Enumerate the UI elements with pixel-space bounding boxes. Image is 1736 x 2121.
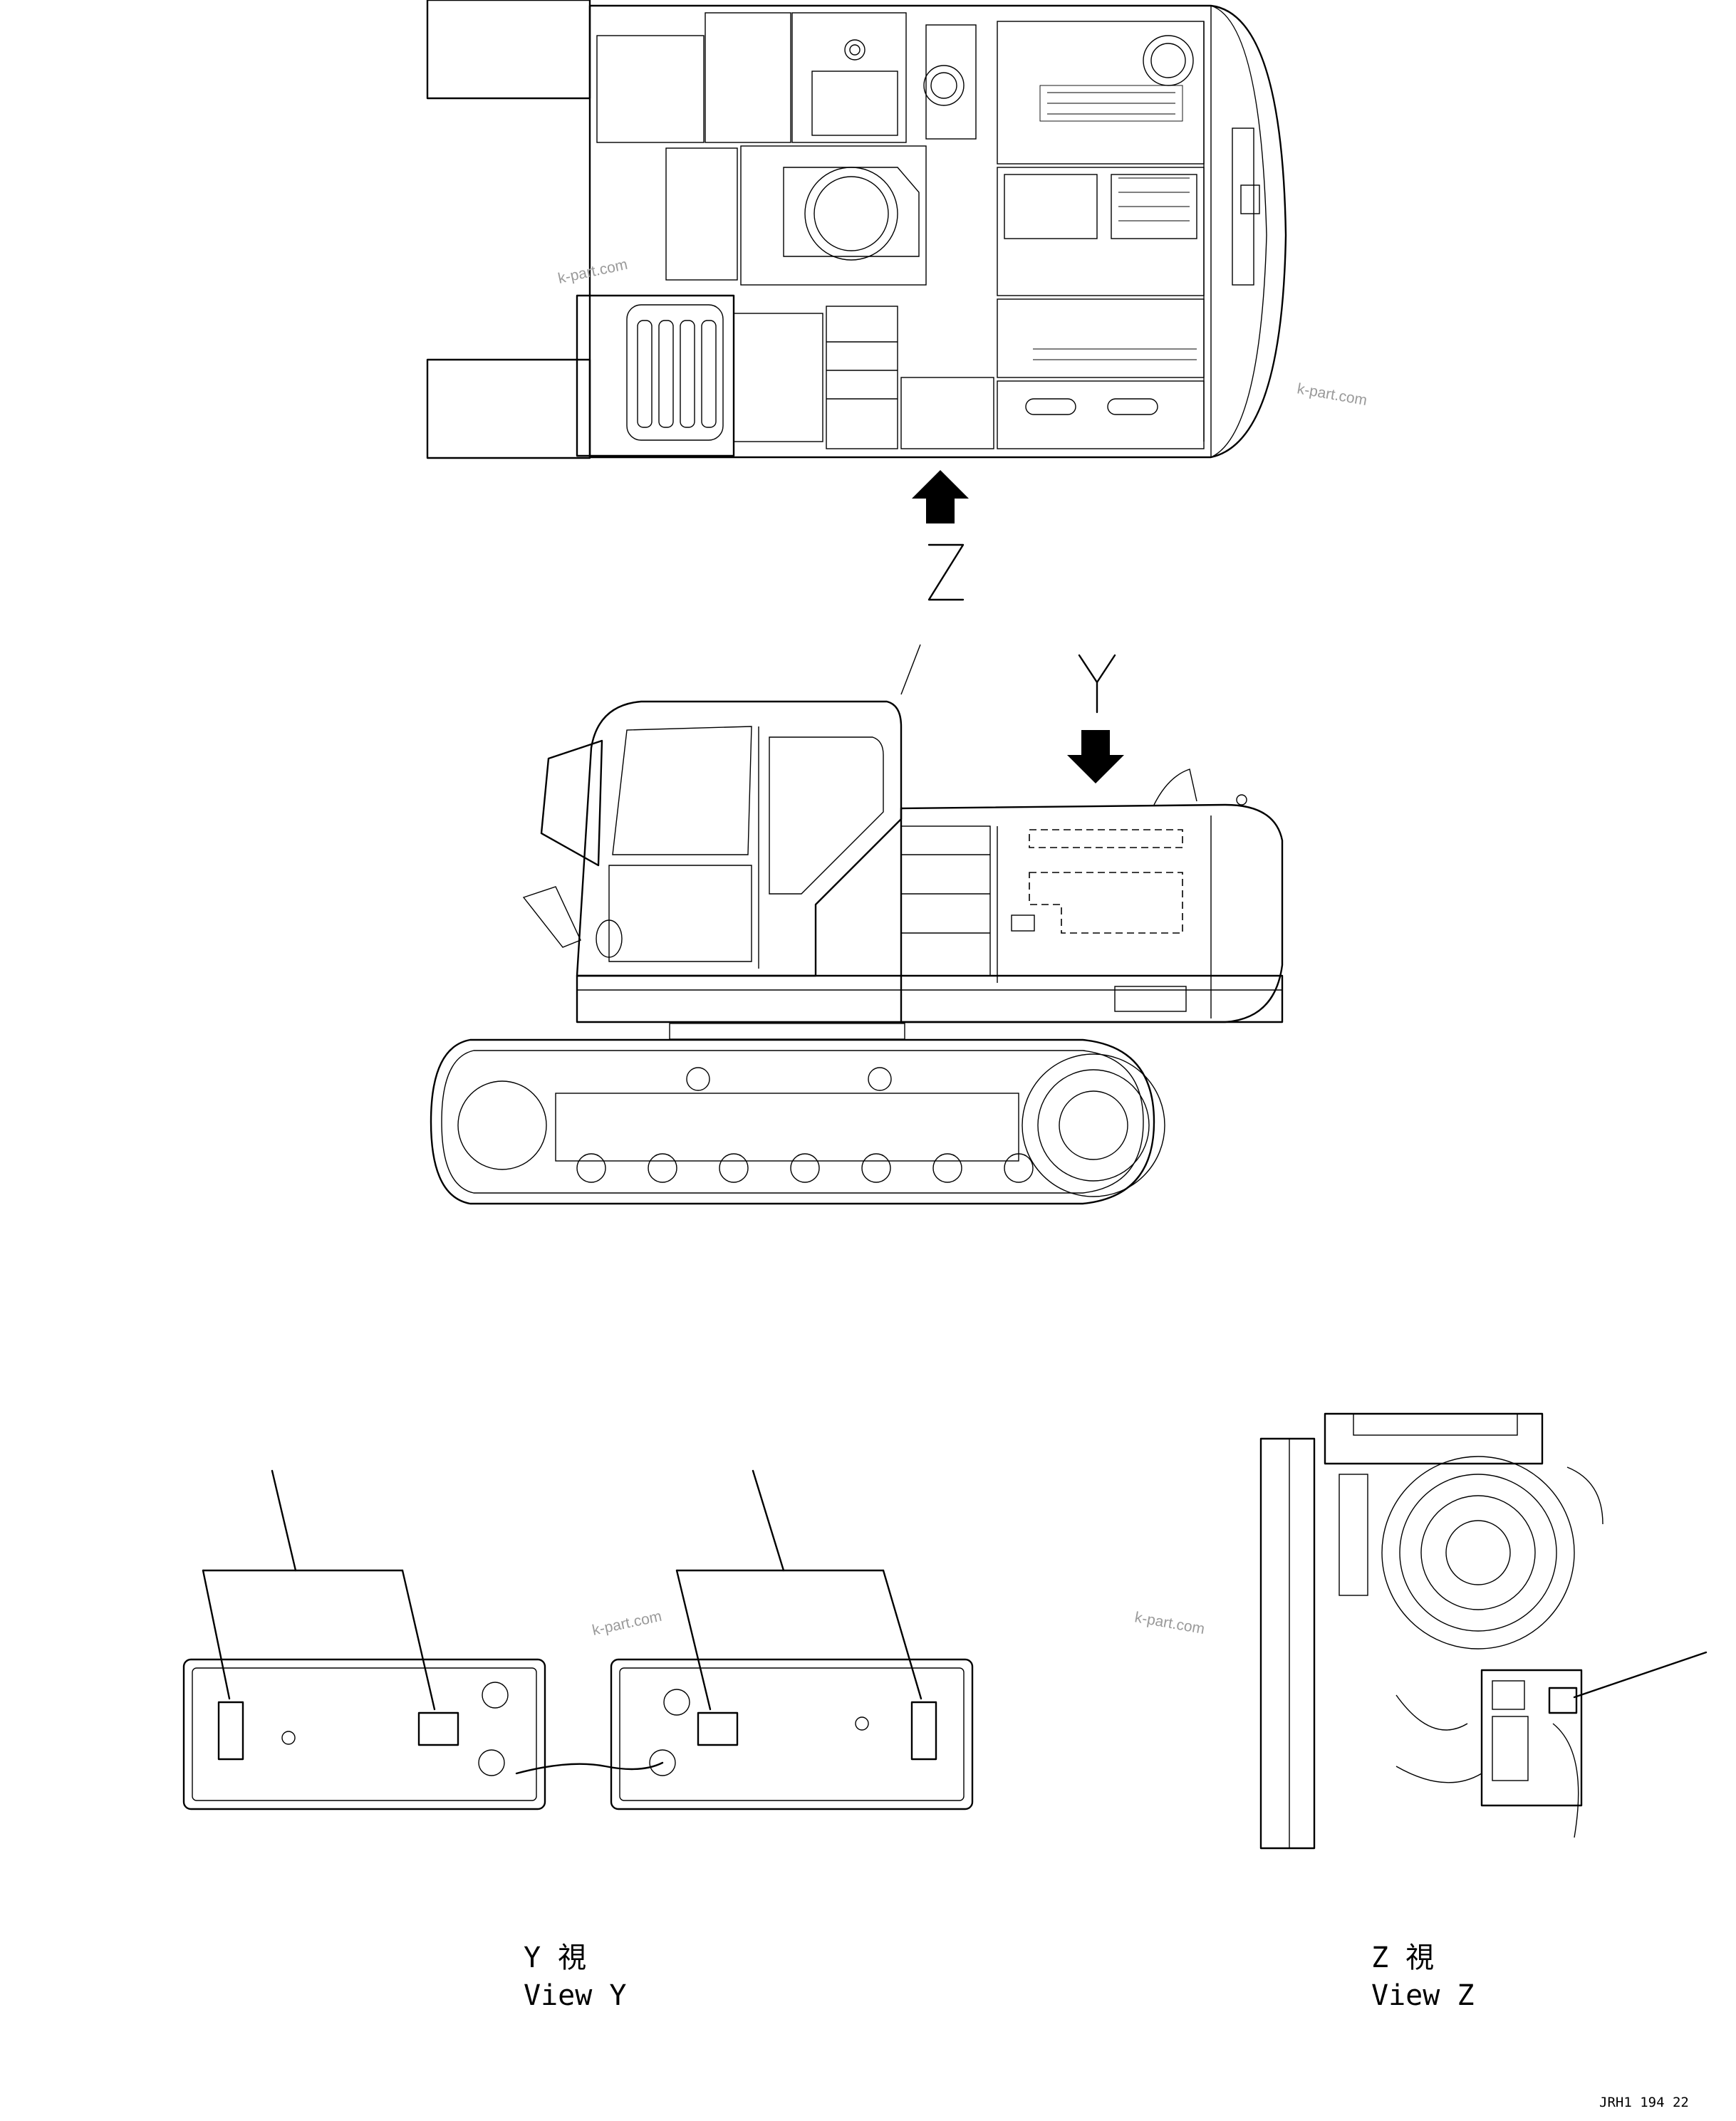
view-z-kanji: Z 視 — [1371, 1942, 1434, 1974]
watermark-4: k-part.com — [1133, 1609, 1206, 1637]
swing-motor — [1381, 1456, 1575, 1650]
label-plate-left-2 — [417, 1711, 459, 1746]
engine-housing — [900, 803, 1284, 1023]
battery-right — [610, 1658, 974, 1810]
battery-left — [182, 1658, 546, 1810]
deck-outline — [588, 4, 1287, 459]
arrow-y — [1067, 654, 1124, 783]
side-view — [430, 644, 1284, 1205]
view-z-english: View Z — [1371, 1979, 1475, 2012]
view-y-kanji: Y 視 — [524, 1942, 586, 1974]
watermark-2: k-part.com — [1296, 380, 1368, 409]
track-upper — [426, 0, 591, 100]
arrow-z-letter — [927, 543, 965, 601]
label-plate-right-1 — [697, 1711, 739, 1746]
battery-cable — [515, 1761, 664, 1775]
control-box — [1480, 1669, 1583, 1807]
track-lower — [426, 358, 591, 459]
arrow-y-letter — [1078, 654, 1116, 714]
view-y-batteries — [182, 1469, 974, 1810]
seat-pattern — [637, 320, 717, 428]
watermark-1: k-part.com — [556, 256, 629, 287]
drawing-code: JRH1 194 22 — [1599, 2095, 1689, 2110]
label-plate-right-2 — [910, 1701, 937, 1761]
vent-slots-top — [1033, 85, 1197, 360]
view-y-english: View Y — [524, 1979, 627, 2012]
view-labels: Y 視 View Y Z 視 View Z — [524, 1942, 1475, 2012]
watermark-3: k-part.com — [591, 1608, 663, 1639]
frame-left — [1259, 1437, 1316, 1850]
label-plate-z — [1548, 1687, 1578, 1714]
hidden-battery-outline — [1029, 829, 1183, 848]
cab-body — [576, 700, 903, 977]
view-z-detail — [1259, 1412, 1708, 1850]
top-view — [426, 0, 1287, 459]
arrow-z — [912, 470, 969, 601]
watermarks: k-part.com k-part.com k-part.com k-part.… — [556, 256, 1368, 1639]
track-frame — [430, 1038, 1155, 1205]
track-rollers — [576, 1067, 1034, 1183]
label-plate-left-1 — [217, 1701, 244, 1761]
